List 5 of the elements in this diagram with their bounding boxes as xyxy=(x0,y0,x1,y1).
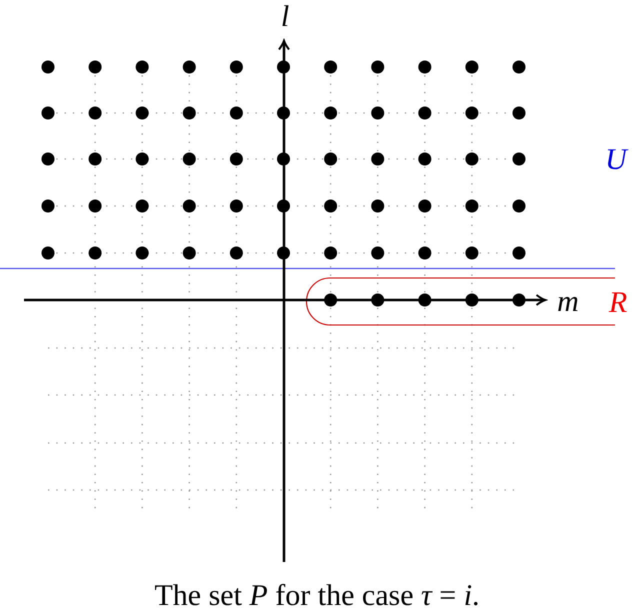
region-label: U xyxy=(605,145,627,175)
caption: The set P for the case τ = i. xyxy=(154,581,480,611)
axis-label: m xyxy=(557,287,579,317)
axis-label: l xyxy=(280,2,290,32)
region-label: R xyxy=(608,288,628,318)
